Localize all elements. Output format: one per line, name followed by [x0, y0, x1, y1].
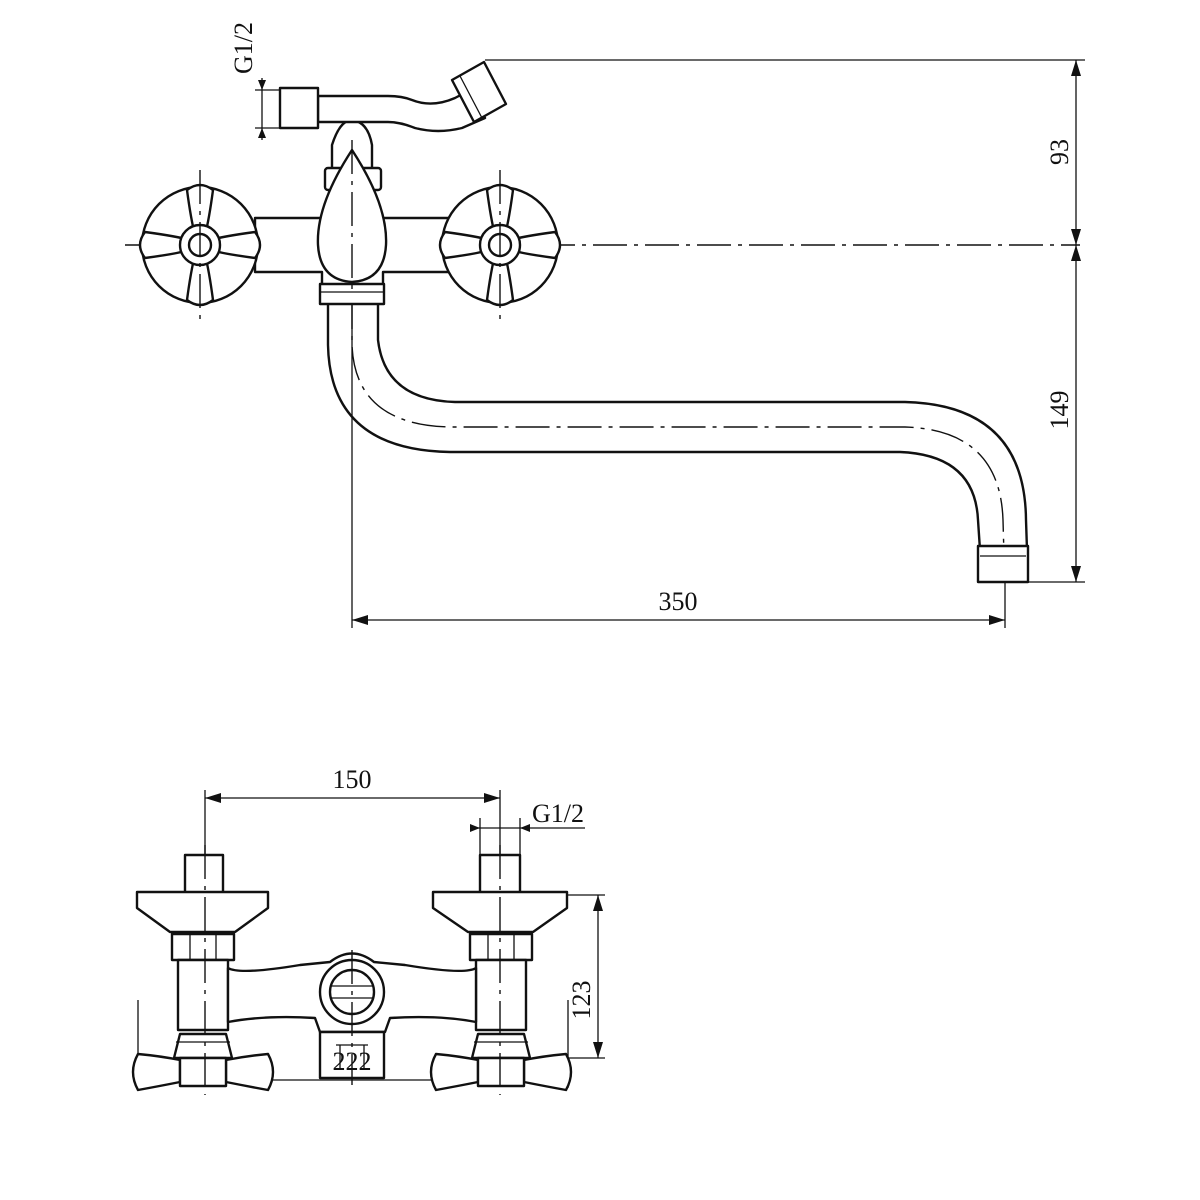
left-valve-handle — [138, 170, 262, 320]
spout-pipe — [326, 298, 982, 552]
left-wall-flange — [135, 890, 270, 934]
left-nut — [170, 932, 236, 962]
right-inlet-assembly — [429, 845, 573, 1095]
left-cross-handle — [131, 1052, 182, 1092]
thread-size-label-bottom: G1/2 — [532, 799, 584, 828]
right-nut — [468, 932, 534, 962]
right-valve-handle — [438, 170, 562, 320]
right-cross-handle — [429, 1052, 480, 1092]
top-view: 350 93 149 G1/2 — [125, 22, 1085, 628]
dim-bottom-height-label: 149 — [1045, 391, 1074, 430]
dim-height-label-bottom: 123 — [567, 981, 596, 1020]
thread-size-label: G1/2 — [229, 22, 258, 74]
shower-holder-cap — [450, 60, 508, 124]
dim-top-height-label: 93 — [1045, 139, 1074, 165]
dim-centers-label: 150 — [333, 765, 372, 794]
bottom-view: 150 G1/2 222 123 — [131, 765, 605, 1095]
spout-nut — [318, 282, 386, 306]
shower-thread-outlet — [278, 86, 320, 130]
aerator — [976, 544, 1030, 584]
dim-width-label: 350 — [659, 587, 698, 616]
shower-outlet-arm — [316, 88, 487, 133]
left-inlet-fitting — [183, 853, 225, 895]
dim-overall-label: 222 — [333, 1047, 372, 1076]
left-inlet-assembly — [131, 845, 275, 1095]
